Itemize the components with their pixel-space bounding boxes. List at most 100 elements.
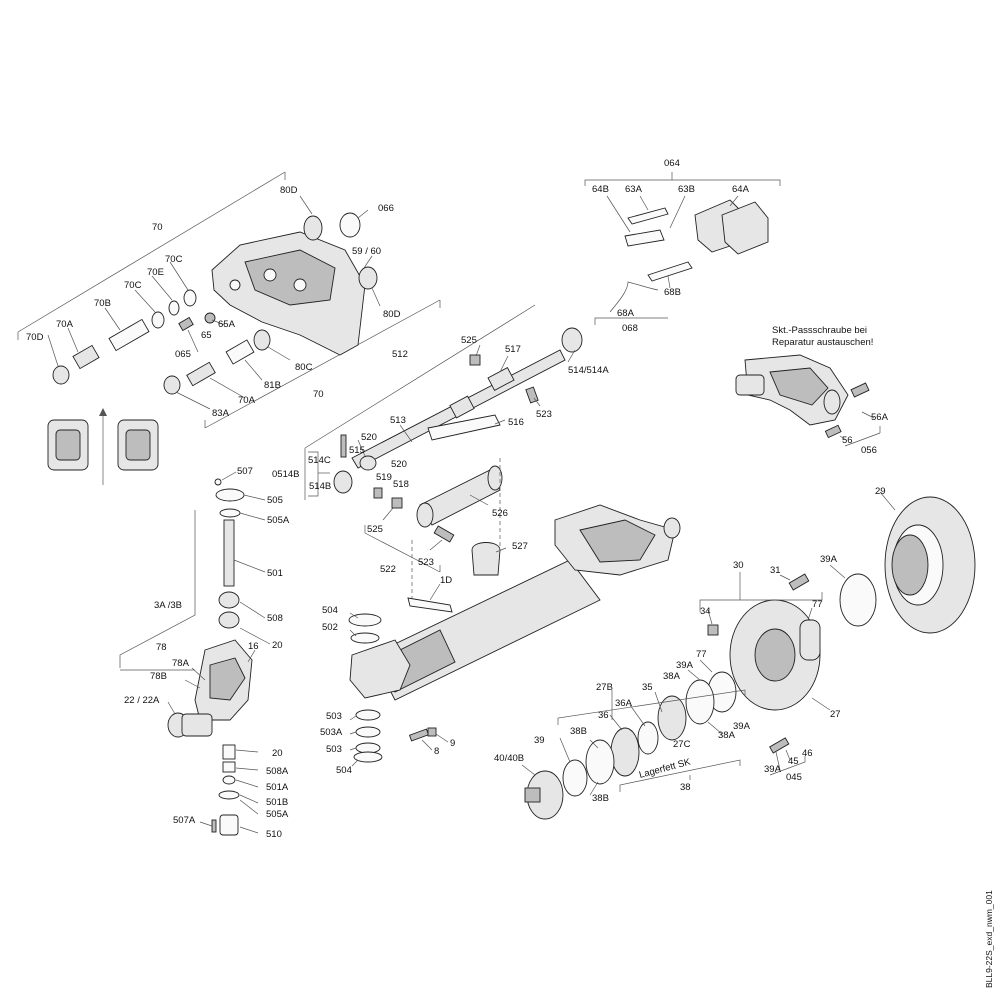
label-27: 27	[830, 709, 841, 720]
label-501B: 501B	[266, 797, 288, 808]
bush-508	[218, 591, 240, 609]
bracket-516	[427, 414, 501, 441]
axle-head-left	[349, 639, 411, 699]
bearing-36	[610, 727, 640, 777]
bush-70E	[168, 300, 180, 316]
label-505A-top: 505A	[267, 515, 290, 526]
label-508: 508	[267, 613, 283, 624]
label-503A: 503A	[320, 727, 343, 738]
label-65: 65	[201, 330, 212, 341]
label-22-22A: 22 / 22A	[124, 695, 160, 706]
label-81B: 81B	[264, 380, 281, 391]
label-38A-bottom: 38A	[718, 730, 736, 741]
label-39A-r: 39A	[733, 721, 751, 732]
knuckle-056-group	[735, 354, 881, 447]
label-63B: 63B	[678, 184, 695, 195]
cap-39A-top	[839, 573, 877, 627]
bush-508A	[222, 761, 236, 773]
label-065: 065	[175, 349, 191, 360]
label-066: 066	[378, 203, 394, 214]
disc-504-top	[348, 613, 382, 627]
label-504-top: 504	[322, 605, 338, 616]
screw-065	[178, 316, 194, 332]
seal-39A-mid	[685, 679, 715, 725]
ring-501A	[222, 775, 236, 785]
label-068: 068	[622, 323, 638, 334]
label-515: 515	[349, 445, 365, 456]
nut-525-top	[469, 354, 481, 366]
label-70A-top: 70A	[56, 319, 74, 330]
label-30: 30	[733, 560, 744, 571]
bush-70C-2	[183, 289, 197, 307]
label-80D-bottom: 80D	[383, 309, 401, 320]
sleeve-70B	[108, 318, 150, 352]
label-36A: 36A	[615, 698, 633, 709]
seal-505A-top	[219, 508, 241, 518]
label-513: 513	[390, 415, 406, 426]
label-27B: 27B	[596, 682, 613, 693]
label-527: 527	[512, 541, 528, 552]
label-514-514A: 514/514A	[568, 365, 609, 376]
label-512: 512	[392, 349, 408, 360]
label-64B: 64B	[592, 184, 609, 195]
label-20-bottom: 20	[272, 748, 283, 759]
label-27C: 27C	[673, 739, 691, 750]
note-line-2: Reparatur austauschen!	[772, 337, 873, 348]
king-pin-501	[223, 519, 235, 587]
label-35: 35	[642, 682, 653, 693]
bolt-70A-top	[72, 344, 100, 370]
label-40-40B: 40/40B	[494, 753, 524, 764]
label-525-bottom: 525	[367, 524, 383, 535]
ring-066	[339, 212, 361, 238]
label-70C-1: 70C	[124, 280, 142, 291]
label-31: 31	[770, 565, 781, 576]
label-525-top: 525	[461, 335, 477, 346]
screw-507A	[211, 819, 217, 833]
disc-503-a	[355, 709, 381, 721]
label-38: 38	[680, 782, 691, 793]
label-507A: 507A	[173, 815, 196, 826]
label-70E: 70E	[147, 267, 164, 278]
damper-group	[364, 458, 507, 613]
bush-81B	[225, 339, 255, 365]
label-523-top: 523	[536, 409, 552, 420]
label-514B: 514B	[309, 481, 331, 492]
seal-501B	[218, 790, 240, 800]
label-8: 8	[434, 746, 439, 757]
ring-38B	[585, 739, 615, 785]
label-503-b: 503	[326, 744, 342, 755]
label-520-top: 520	[361, 432, 377, 443]
seal-80C	[253, 329, 271, 351]
clamp-517	[487, 367, 515, 391]
king-pin-group	[119, 471, 271, 836]
cap-70D	[52, 365, 70, 385]
bolt-70A-bottom	[186, 361, 216, 387]
label-1D: 1D	[440, 575, 452, 586]
label-70A-bottom: 70A	[238, 395, 256, 406]
label-510: 510	[266, 829, 282, 840]
nut-9	[427, 727, 437, 737]
bolt-56	[824, 424, 842, 439]
clamp-513	[449, 395, 475, 419]
bush-20-bottom	[222, 744, 236, 760]
label-502: 502	[322, 622, 338, 633]
brake-assembly-thumbnails	[47, 408, 159, 485]
label-518: 518	[393, 479, 409, 490]
label-3A-3B: 3A /3B	[154, 600, 182, 611]
label-504-bottom: 504	[336, 765, 352, 776]
bush-70C-1	[151, 311, 165, 329]
callout-labels: 70 70D 70A 70B 70C 70E 70C 065 65 65A 80…	[26, 158, 994, 988]
label-519: 519	[376, 472, 392, 483]
seal-80D-top	[303, 215, 323, 241]
label-46: 46	[802, 748, 813, 759]
bolt-45	[769, 737, 790, 754]
label-38A-top: 38A	[663, 671, 681, 682]
label-lagerfett: Lagerfett SK	[638, 756, 692, 780]
ring-77-top	[799, 619, 821, 661]
label-78: 78	[156, 642, 167, 653]
label-38B-top: 38B	[570, 726, 587, 737]
label-64A: 64A	[732, 184, 750, 195]
joint-514-514A	[561, 327, 583, 353]
label-507: 507	[237, 466, 253, 477]
